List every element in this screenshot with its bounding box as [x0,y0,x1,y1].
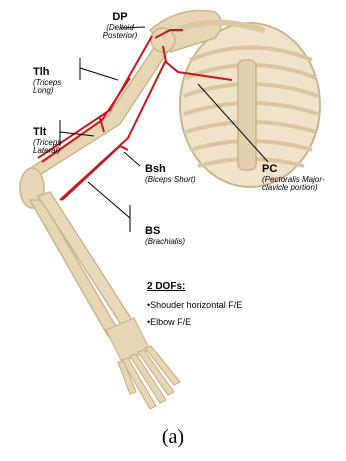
label-tlh-abbr: Tlh [33,67,61,79]
hand-bones [106,318,180,409]
label-dp-name-2: Posterior) [95,32,145,40]
leader-bs [88,182,130,218]
leader-bsh [124,152,140,166]
label-bsh-abbr: Bsh [145,164,196,176]
figure-caption: (a) [0,426,346,449]
label-tlt-abbr: Tlt [33,127,61,139]
skeleton-illustration [20,10,320,409]
label-bsh: Bsh (Biceps Short) [145,164,196,184]
radius-bone [30,200,118,336]
dofs-title: 2 DOFs: [147,282,242,293]
ulna-bone [38,192,132,326]
label-tlt-name-2: Lateral) [33,147,61,155]
label-pc-name-2: clavicle portion) [262,184,325,192]
label-pc: PC (Pectoralis Major- clavicle portion) [262,164,325,192]
label-dp-abbr: DP [95,12,145,24]
leader-tlh [80,68,118,80]
label-bs: BS (Brachialis) [145,226,185,246]
label-tlh-name-2: Long) [33,87,61,95]
dof-item-shoulder: •Shouder horizontal F/E [147,301,242,310]
label-tlh: Tlh (Triceps Long) [33,67,61,95]
label-bs-name-1: (Brachialis) [145,238,185,246]
dof-item-elbow: •Elbow F/E [147,318,242,327]
dofs-box: 2 DOFs: •Shouder horizontal F/E •Elbow F… [147,282,242,327]
label-bs-abbr: BS [145,226,185,238]
label-bsh-name-1: (Biceps Short) [145,176,196,184]
label-tlt: Tlt (Triceps Lateral) [33,127,61,155]
rib-cage [180,23,320,187]
label-dp: DP (Deltoid Posterior) [95,12,145,40]
label-pc-abbr: PC [262,164,325,176]
